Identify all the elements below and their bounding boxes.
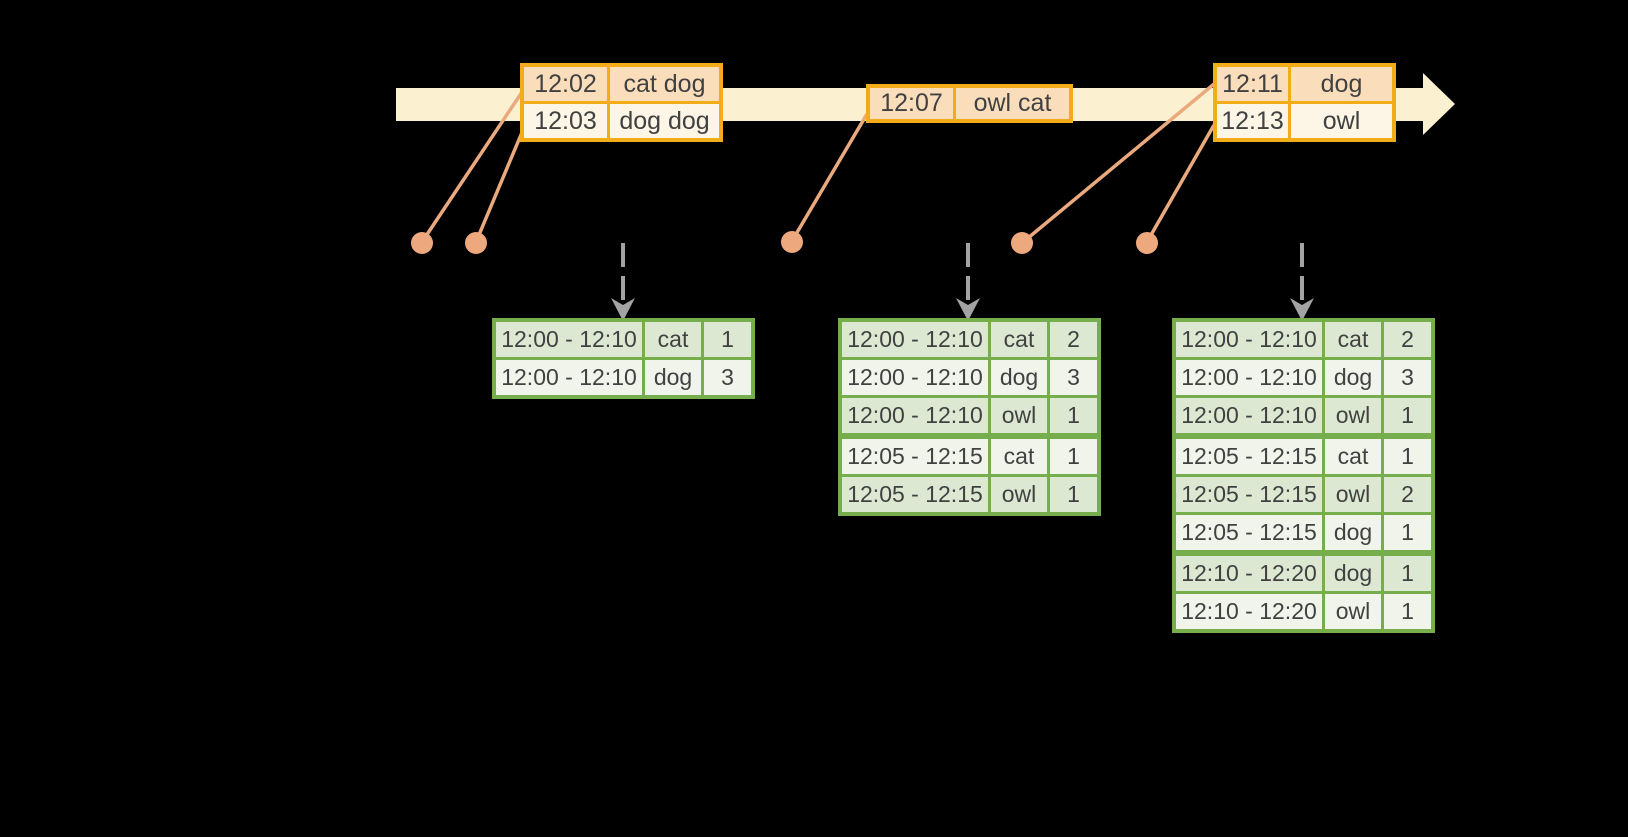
result-window-cell: 12:05 - 12:15 [842,439,988,474]
result-word-cell: cat [1325,439,1381,474]
event-time-cell: 12:07 [870,88,953,119]
result-word-cell: owl [1325,594,1381,629]
result-window-cell: 12:05 - 12:15 [1176,477,1322,512]
result-count-cell: 2 [1384,477,1431,512]
result-window-cell: 12:00 - 12:10 [842,398,988,433]
result-window-cell: 12:00 - 12:10 [842,360,988,395]
result-window-cell: 12:05 - 12:15 [1176,439,1322,474]
event-time-cell: 12:13 [1217,104,1288,138]
result-count-cell: 1 [1384,594,1431,629]
event-connector-line [420,91,524,243]
result-word-cell: owl [991,477,1047,512]
trigger-arrowhead-icon [611,298,635,321]
event-connector-line [1145,124,1216,243]
event-words-cell: owl cat [956,88,1069,119]
result-count-cell: 2 [1384,322,1431,357]
result-word-cell: dog [1325,360,1381,395]
event-time-dot-icon [1011,232,1033,254]
result-window-cell: 12:00 - 12:10 [496,360,642,395]
result-word-cell: cat [991,322,1047,357]
result-window-cell: 12:05 - 12:15 [1176,515,1322,550]
event-words-cell: dog dog [610,104,719,138]
result-count-cell: 1 [1050,477,1097,512]
result-count-cell: 3 [1050,360,1097,395]
result-word-cell: cat [991,439,1047,474]
event-words-cell: dog [1291,67,1392,101]
trigger-arrowhead-icon [1290,298,1314,321]
result-window-cell: 12:10 - 12:20 [1176,556,1322,591]
result-word-cell: dog [1325,556,1381,591]
trigger-arrowhead-icon [956,298,980,321]
result-word-cell: dog [1325,515,1381,550]
event-time-dot-icon [411,232,433,254]
result-word-cell: cat [645,322,701,357]
result-word-cell: cat [1325,322,1381,357]
result-window-cell: 12:00 - 12:10 [1176,322,1322,357]
result-count-cell: 1 [704,322,751,357]
result-word-cell: owl [1325,398,1381,433]
event-time-cell: 12:02 [524,67,607,101]
event-connector-line [1020,82,1216,245]
result-window-cell: 12:00 - 12:10 [1176,360,1322,395]
event-words-cell: cat dog [610,67,719,101]
result-window-cell: 12:00 - 12:10 [842,322,988,357]
result-count-cell: 2 [1050,322,1097,357]
event-time-cell: 12:11 [1217,67,1288,101]
result-count-cell: 1 [1050,439,1097,474]
result-window-cell: 12:10 - 12:20 [1176,594,1322,629]
result-count-cell: 3 [704,360,751,395]
result-window-cell: 12:05 - 12:15 [842,477,988,512]
result-count-cell: 1 [1050,398,1097,433]
event-connector-line [474,129,525,243]
result-word-cell: dog [645,360,701,395]
result-window-cell: 12:00 - 12:10 [1176,398,1322,433]
event-words-cell: owl [1291,104,1392,138]
result-word-cell: owl [1325,477,1381,512]
event-time-dot-icon [781,231,803,253]
result-word-cell: owl [991,398,1047,433]
result-count-cell: 3 [1384,360,1431,395]
event-time-dot-icon [465,232,487,254]
event-connector-line [790,113,869,242]
timeline-arrowhead-icon [1423,73,1455,135]
result-count-cell: 1 [1384,439,1431,474]
result-count-cell: 1 [1384,515,1431,550]
result-count-cell: 1 [1384,556,1431,591]
result-word-cell: dog [991,360,1047,395]
result-count-cell: 1 [1384,398,1431,433]
event-time-cell: 12:03 [524,104,607,138]
event-time-dot-icon [1136,232,1158,254]
result-window-cell: 12:00 - 12:10 [496,322,642,357]
